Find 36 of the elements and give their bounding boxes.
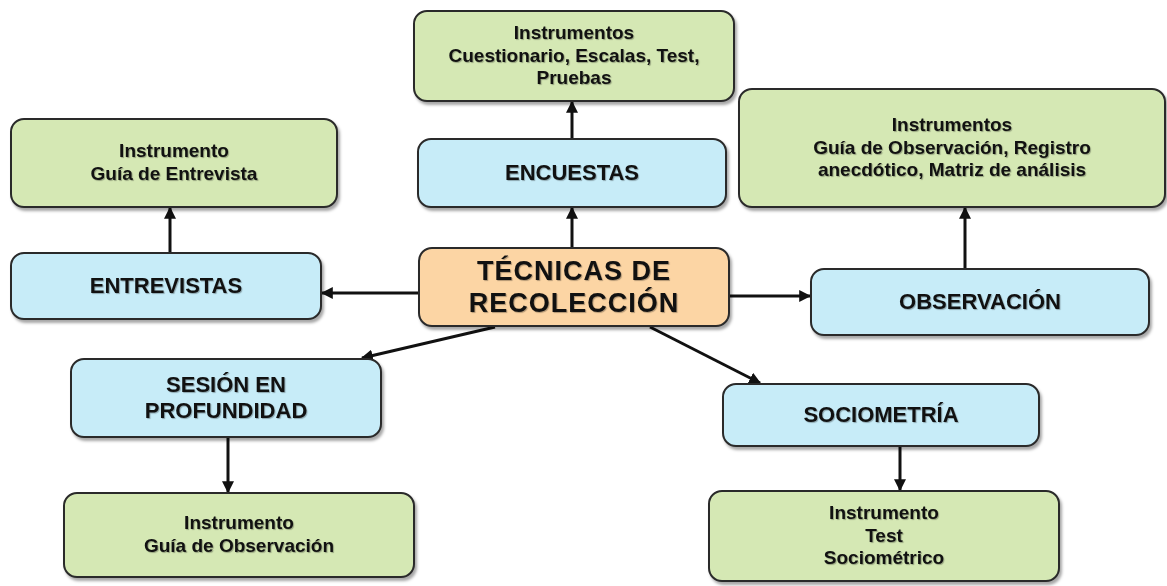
technique-box — [417, 138, 727, 208]
arrow — [730, 290, 812, 302]
box-label: TÉCNICAS DE RECOLECCIÓN — [467, 254, 681, 320]
box-label: OBSERVACIÓN — [899, 288, 1061, 316]
box-label: SOCIOMETRÍA — [803, 401, 959, 429]
box-text: Guía de Observación, Registro anecdótico, Matriz de análisis — [812, 136, 1092, 183]
arrow — [164, 206, 176, 252]
box-label: ENTREVISTAS — [89, 272, 243, 300]
arrow — [894, 447, 906, 492]
box-text: Guía de Observación — [143, 535, 335, 558]
arrow — [222, 438, 234, 494]
technique-box — [722, 383, 1040, 447]
box-heading: Instrumento — [119, 140, 229, 163]
arrow — [959, 206, 971, 268]
technique-box — [810, 268, 1150, 336]
box-heading: Instrumento — [184, 512, 294, 535]
box-heading: Instrumento — [829, 501, 939, 525]
technique-box — [10, 252, 322, 320]
box-text: Guía de Entrevista — [90, 163, 258, 186]
instrument-box — [63, 492, 415, 578]
instrument-box — [738, 88, 1166, 208]
box-label: ENCUESTAS — [504, 159, 640, 187]
arrow — [566, 206, 578, 247]
arrow — [649, 325, 762, 385]
technique-box — [70, 358, 382, 438]
arrow — [320, 287, 418, 299]
arrow — [566, 100, 578, 138]
box-label: SESIÓN EN PROFUNDIDAD — [143, 371, 309, 425]
instrument-box — [708, 490, 1060, 582]
box-heading: Instrumentos — [891, 113, 1013, 137]
box-heading: Instrumentos — [513, 21, 635, 45]
instrument-box — [413, 10, 735, 102]
instrument-box — [10, 118, 338, 208]
central-topic-box — [418, 247, 730, 327]
box-text: Cuestionario, Escalas, Test, Pruebas — [447, 44, 701, 91]
box-text: Test Sociométrico — [822, 524, 946, 571]
